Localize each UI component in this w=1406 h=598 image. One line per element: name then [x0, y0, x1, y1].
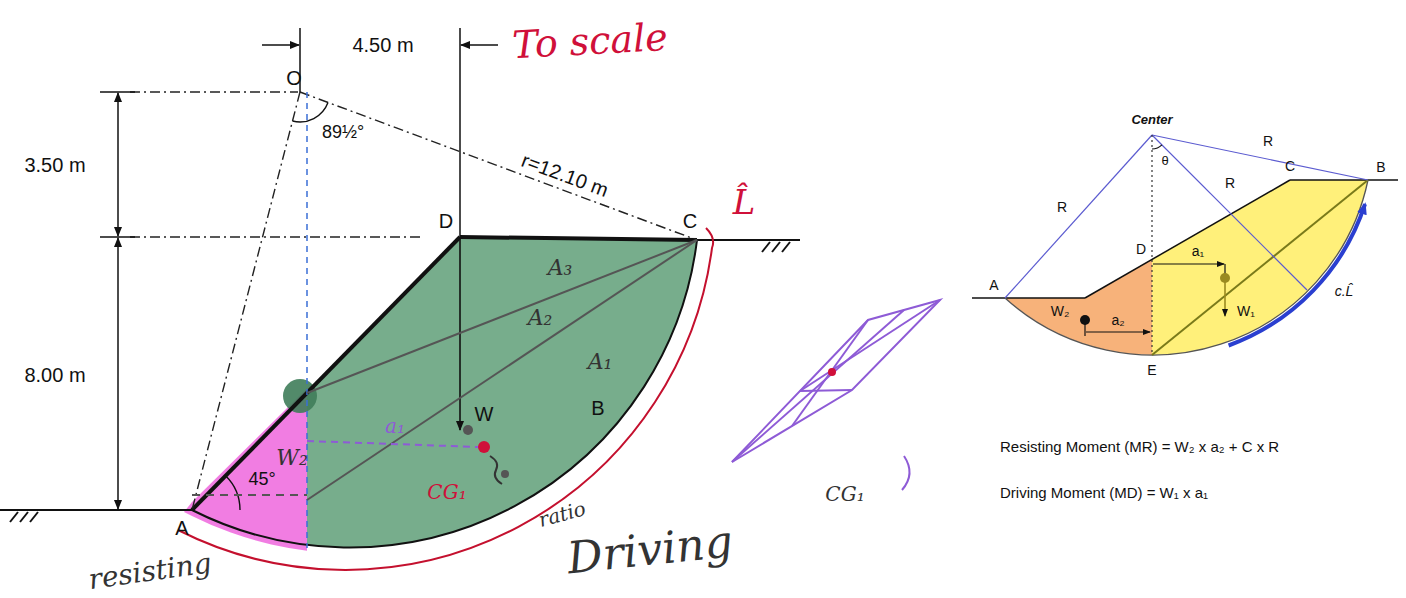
dimension-label: 8.00 m — [24, 364, 85, 386]
cohesion-arc — [1229, 204, 1365, 345]
length-label: L̂ — [733, 184, 756, 221]
ground-line — [0, 240, 800, 522]
area-label: A₂ — [528, 306, 553, 330]
point-label: C — [683, 210, 697, 232]
radius-label: R — [1263, 134, 1273, 149]
arc-dot — [501, 470, 509, 478]
lever-arm-label: a₁ — [1192, 244, 1205, 259]
angle-arc — [226, 476, 240, 510]
sliding-mass — [184, 237, 697, 553]
centroid-label: CG₁ — [427, 481, 466, 503]
point-label: E — [1147, 363, 1156, 378]
weight-label: W₂ — [276, 446, 307, 470]
equation: Resisting Moment (MR) = W₂ x a₂ + C x R — [1000, 439, 1279, 456]
lever-arm-label: a₁ — [385, 415, 405, 437]
handwritten-note: To scale — [511, 17, 668, 67]
radius-line — [130, 92, 697, 510]
point-label: A — [175, 517, 188, 539]
division-line — [192, 240, 697, 500]
point-label: O — [286, 67, 302, 89]
area-label: A₁ — [588, 350, 613, 374]
slip-arc — [1005, 180, 1368, 355]
handwritten-note: Driving — [565, 517, 735, 582]
point-label: C — [1285, 159, 1295, 174]
dimension-line — [100, 28, 498, 510]
weight-dot — [463, 425, 473, 435]
dimension-label: 4.50 m — [352, 34, 413, 56]
point-label: Center — [1131, 113, 1172, 127]
angle-label: 89½° — [322, 123, 364, 143]
weight-dot — [1220, 273, 1230, 283]
weight-label: W — [475, 403, 494, 425]
radius-line — [1005, 135, 1368, 298]
centroid-dot — [478, 441, 490, 453]
angle-label: θ — [1161, 154, 1168, 168]
ground-line — [972, 180, 1398, 298]
lever-arm-label: a₂ — [1111, 313, 1124, 328]
length-curve — [178, 228, 713, 570]
vertical-guide — [1151, 135, 1152, 355]
weight-label: W₁ — [1237, 304, 1255, 319]
force-arrow — [1085, 264, 1225, 336]
point-label: B — [591, 397, 604, 419]
weight-dot — [1080, 315, 1090, 325]
point-label: D — [1136, 242, 1146, 257]
cohesion-label: c.L̂ — [1335, 284, 1354, 299]
radius-label: r=12.10 m — [519, 149, 612, 201]
point-label: D — [439, 210, 453, 232]
lever-arm — [307, 441, 478, 447]
angle-label: 45° — [248, 470, 275, 490]
angle-arc — [293, 103, 329, 122]
slope-outline — [192, 237, 697, 510]
driving-region — [1152, 180, 1368, 355]
weight-label: W₂ — [1051, 304, 1070, 319]
equation: Driving Moment (MD) = W₁ x a₁ — [1000, 485, 1208, 502]
centroid-sketch — [732, 300, 940, 490]
slip-arc — [192, 240, 697, 547]
centroid-label: CG₁ — [825, 483, 864, 505]
point-label: A — [989, 278, 998, 293]
radius-label: R — [1057, 200, 1067, 215]
vertical-guide — [306, 92, 308, 548]
centroid-dot — [828, 368, 836, 376]
parallel-line — [1152, 180, 1368, 355]
point-label: B — [1376, 160, 1385, 175]
handwritten-note: ratio — [536, 497, 588, 531]
dimension-label: 3.50 m — [24, 154, 85, 176]
area-label: A₃ — [548, 256, 573, 280]
brace — [490, 456, 502, 484]
handwritten-note: resisting — [87, 548, 214, 596]
angle-arc — [1152, 145, 1162, 149]
radius-label: R — [1225, 176, 1235, 191]
